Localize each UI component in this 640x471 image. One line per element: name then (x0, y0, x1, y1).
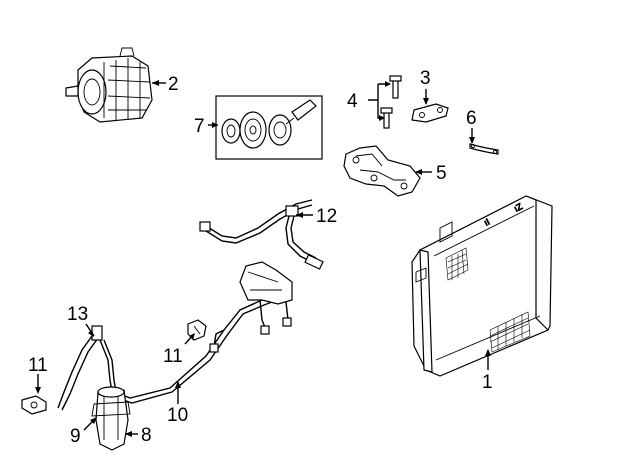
mounting-bracket[interactable] (343, 145, 421, 197)
hose-assembly-upper[interactable] (199, 199, 324, 270)
callout-4: 4 (347, 91, 358, 112)
callout-10: 10 (167, 405, 188, 426)
compressor[interactable] (65, 47, 153, 123)
callout-5: 5 (436, 163, 447, 184)
callout-8: 8 (141, 425, 152, 446)
svg-text:ıI: ıI (482, 217, 491, 228)
clutch-assembly[interactable] (215, 95, 323, 160)
callout-7: 7 (194, 116, 205, 137)
strap[interactable] (469, 143, 499, 155)
callout-11-middle: 11 (163, 346, 183, 367)
callout-numbers: 2 7 3 4 6 5 12 1 13 11 11 10 8 9 (28, 68, 493, 447)
callout-12: 12 (316, 206, 337, 227)
bracket-small[interactable] (411, 103, 449, 123)
callout-1: 1 (482, 372, 493, 393)
refrigerant-line[interactable] (119, 261, 293, 404)
callout-13: 13 (67, 304, 88, 325)
callout-11-left: 11 (28, 355, 48, 376)
callout-6: 6 (466, 108, 477, 129)
accumulator[interactable] (91, 386, 131, 451)
condenser[interactable]: ıI ıZ (411, 195, 553, 377)
callout-9: 9 (70, 426, 81, 447)
bolts[interactable] (380, 75, 402, 129)
callout-3: 3 (420, 68, 431, 89)
arrowheads (35, 80, 491, 437)
callout-2: 2 (168, 74, 179, 95)
clip-left[interactable] (21, 395, 47, 415)
receiver-line[interactable] (57, 325, 117, 411)
